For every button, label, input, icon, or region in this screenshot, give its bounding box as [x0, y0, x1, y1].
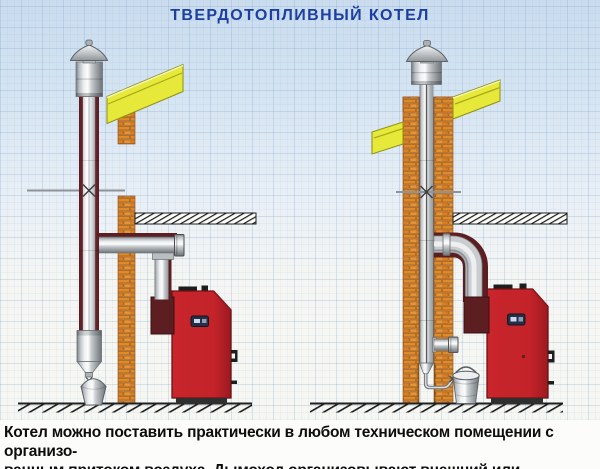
boiler: [171, 285, 238, 404]
flue-connection: [96, 233, 185, 335]
caption-line-1: Котел можно поставить практически в любо…: [4, 424, 554, 460]
boiler-top-fitting: [493, 284, 513, 290]
right-diagram-internal-chimney: [310, 40, 568, 413]
boiler-top-knob: [519, 283, 527, 290]
roof: [106, 63, 184, 125]
flue-connection: [433, 232, 490, 334]
flue-wall-box: [150, 296, 175, 335]
wall-bracket: [396, 185, 461, 199]
boiler-top-fitting: [178, 286, 197, 292]
boiler: [486, 283, 555, 404]
condensate-sleeve: [76, 330, 102, 362]
external-chimney-pipe: [69, 39, 109, 384]
left-diagram-external-chimney: [18, 39, 257, 413]
cleanout-cap: [174, 234, 185, 257]
condensate-cone: [418, 362, 435, 374]
boiler-base: [491, 398, 543, 404]
bracket-clamp: [82, 184, 96, 197]
page-title: ТВЕРДОТОПЛИВНЫЙ КОТЕЛ: [170, 7, 430, 24]
cleanout-and-condensate: [418, 336, 480, 404]
chimney-cap: [405, 40, 449, 85]
boiler-display: [507, 313, 526, 326]
ceiling-slab: [134, 212, 257, 225]
ceiling-slab: [452, 212, 568, 225]
flue-wall-box: [463, 296, 490, 334]
brick-wall: [117, 111, 136, 404]
cleanout-cap: [448, 336, 459, 353]
caption-line-2: ванным притоком воздуха. Дымоход организ…: [4, 461, 597, 469]
caption: Котел можно поставить практически в любо…: [0, 420, 600, 469]
ground: [310, 402, 563, 413]
horizontal-flue-pipe: [96, 236, 177, 254]
condensate-cone: [76, 361, 103, 373]
flue-riser-pipe: [154, 252, 172, 300]
roof: [371, 79, 501, 155]
condensate-bucket: [452, 366, 480, 404]
boiler-base: [176, 398, 227, 404]
ground: [18, 402, 252, 413]
boiler-side-fittings: [548, 350, 555, 385]
chimney-cap: [69, 44, 109, 61]
boiler-top-knob: [201, 285, 208, 292]
boiler-display: [190, 315, 209, 327]
boiler-side-fittings: [231, 350, 238, 384]
condensate-bucket: [80, 378, 107, 406]
chimney-collar: [75, 61, 103, 97]
brick-chimney: [402, 84, 454, 404]
